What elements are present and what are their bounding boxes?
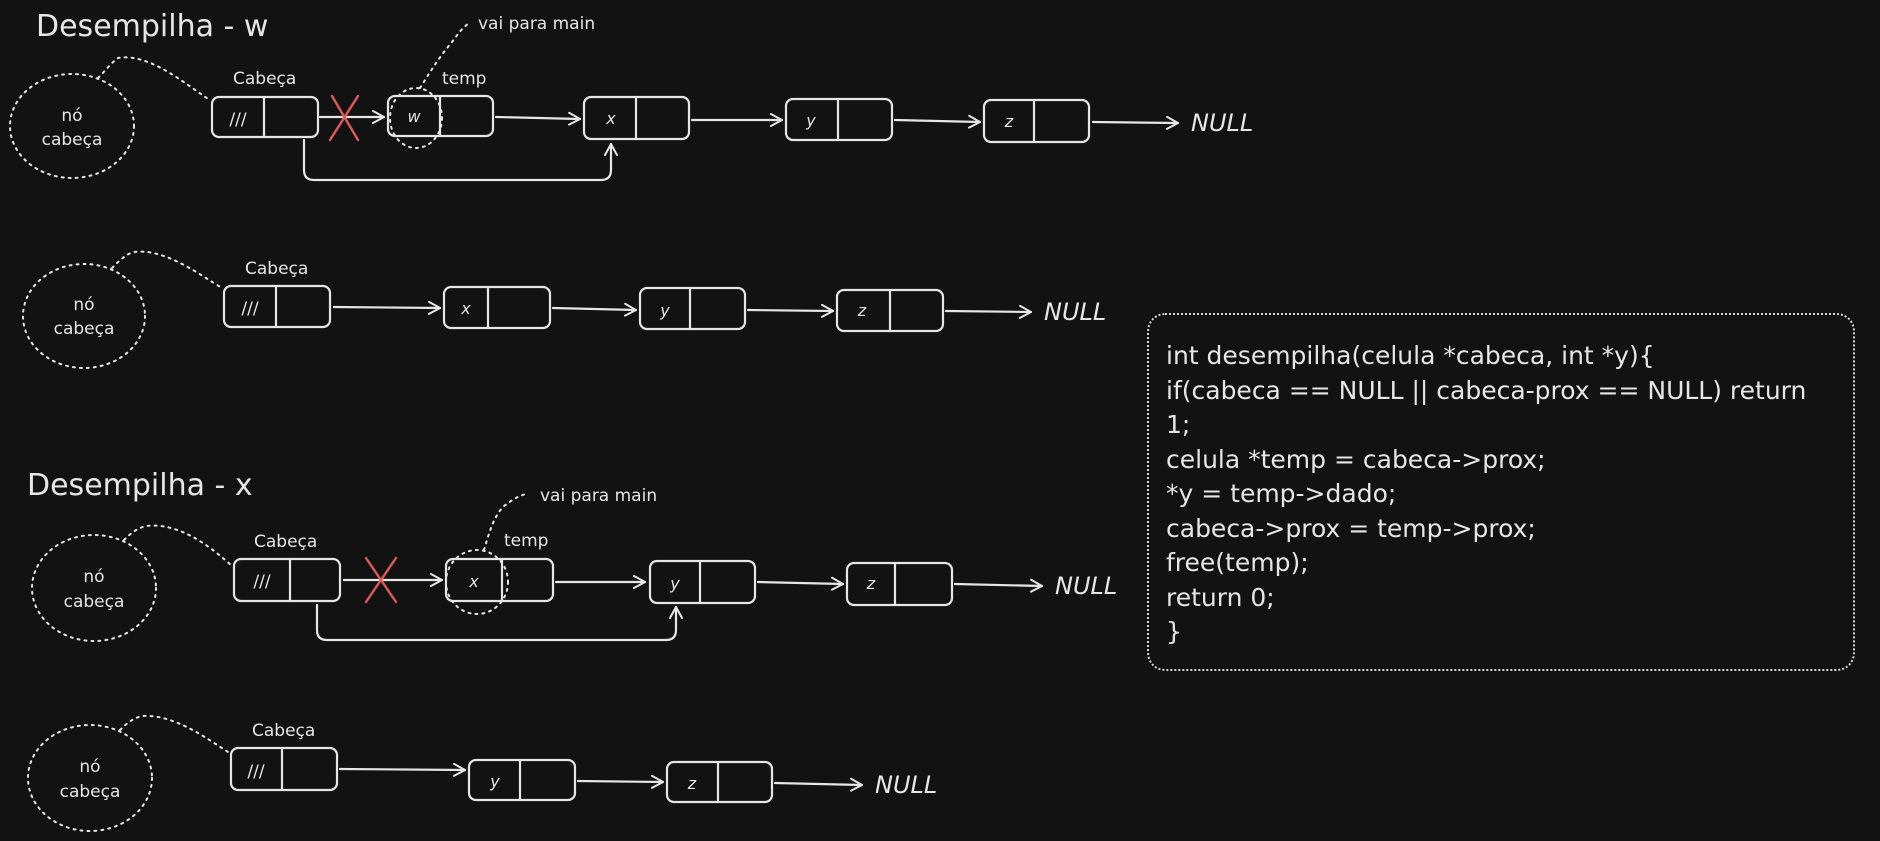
svg-text:cabeça: cabeça bbox=[42, 130, 103, 150]
svg-text:///: /// bbox=[247, 762, 264, 782]
arrow-z-null bbox=[1091, 115, 1180, 130]
node-y: y bbox=[648, 559, 757, 605]
node-head-bubble: nó cabeça bbox=[22, 263, 146, 369]
title-pop-x: Desempilha - x bbox=[27, 468, 253, 503]
node-head-bubble: nó cabeça bbox=[27, 724, 153, 832]
arrow-w-x bbox=[494, 111, 582, 126]
head-label: Cabeça bbox=[252, 721, 315, 741]
temp-pointer-dotted bbox=[419, 23, 469, 89]
svg-text:z: z bbox=[866, 574, 876, 593]
svg-text:nó: nó bbox=[61, 106, 82, 126]
head-label: Cabeça bbox=[254, 532, 317, 552]
svg-text:nó: nó bbox=[73, 295, 94, 315]
node-x: x bbox=[582, 95, 691, 141]
head-label: Cabeça bbox=[245, 259, 308, 279]
head-label: Cabeça bbox=[233, 69, 296, 89]
code-line: 1; bbox=[1166, 410, 1191, 439]
diagram-pop-w: nó cabeça Cabeça /// temp w vai para mai… bbox=[9, 14, 1253, 182]
svg-text:cabeça: cabeça bbox=[64, 592, 125, 612]
node-x: x bbox=[442, 285, 552, 330]
svg-text:y: y bbox=[805, 111, 816, 130]
head-pointer-dotted bbox=[97, 56, 211, 101]
node-y: y bbox=[784, 97, 894, 142]
svg-text:z: z bbox=[1004, 112, 1014, 131]
svg-text:y: y bbox=[659, 301, 670, 320]
cross-mark bbox=[328, 94, 360, 142]
node-z: z bbox=[665, 760, 774, 804]
svg-text:cabeça: cabeça bbox=[60, 782, 121, 802]
diagram-after-pop-w: nó cabeça Cabeça /// x y z NULL bbox=[22, 250, 1106, 369]
head-pointer-dotted bbox=[111, 250, 223, 289]
svg-text:x: x bbox=[460, 299, 471, 318]
svg-text:cabeça: cabeça bbox=[54, 319, 115, 339]
svg-text:w: w bbox=[407, 107, 421, 126]
null-label: NULL bbox=[1044, 298, 1106, 326]
svg-text:nó: nó bbox=[83, 567, 104, 587]
svg-text:x: x bbox=[605, 109, 616, 128]
head-cell: /// bbox=[210, 95, 320, 139]
temp-label: temp bbox=[504, 531, 548, 551]
code-line: cabeca->prox = temp->prox; bbox=[1166, 513, 1536, 543]
goes-to-main-label: vai para main bbox=[478, 14, 595, 34]
arrow-y-z bbox=[893, 114, 982, 129]
arrow-z-null bbox=[773, 777, 864, 792]
node-y: y bbox=[638, 286, 747, 331]
temp-label: temp bbox=[442, 69, 486, 89]
null-label: NULL bbox=[1191, 109, 1253, 137]
svg-text:///: /// bbox=[229, 110, 246, 130]
arrow-x-y bbox=[551, 302, 638, 317]
head-arrow bbox=[332, 300, 442, 315]
svg-text:z: z bbox=[857, 301, 867, 320]
arrow-y-z bbox=[576, 774, 665, 789]
temp-circle bbox=[445, 549, 509, 615]
code-line: return 0; bbox=[1166, 582, 1275, 612]
head-pointer-dotted bbox=[123, 524, 233, 567]
goes-to-main-label: vai para main bbox=[540, 486, 657, 506]
node-z: z bbox=[982, 98, 1091, 144]
svg-text:///: /// bbox=[241, 299, 258, 319]
node-z: z bbox=[835, 288, 945, 333]
svg-text:x: x bbox=[468, 572, 479, 591]
node-head-bubble: nó cabeça bbox=[9, 73, 135, 179]
svg-text:y: y bbox=[489, 772, 500, 791]
arrow-z-null bbox=[953, 578, 1044, 593]
head-arrow bbox=[338, 762, 467, 777]
code-line: *y = temp->dado; bbox=[1166, 479, 1397, 508]
diagram-after-pop-x: nó cabeça Cabeça /// y z NULL bbox=[27, 714, 937, 832]
code-line: int desempilha(celula *cabeca, int *y){ bbox=[1166, 341, 1655, 370]
svg-text:y: y bbox=[669, 574, 680, 593]
head-cell: /// bbox=[222, 284, 332, 329]
code-line: free(temp); bbox=[1166, 548, 1309, 577]
head-pointer-dotted bbox=[119, 714, 229, 753]
arrow-z-null bbox=[944, 304, 1033, 319]
svg-text:z: z bbox=[687, 774, 697, 793]
head-cell: /// bbox=[232, 557, 342, 603]
title-pop-w: Desempilha - w bbox=[36, 9, 268, 44]
head-cell: /// bbox=[229, 746, 339, 792]
node-z: z bbox=[845, 561, 954, 607]
temp-pointer-dotted bbox=[483, 493, 527, 551]
code-line: if(cabeca == NULL || cabeca-prox == NULL… bbox=[1166, 375, 1807, 405]
temp-circle bbox=[389, 87, 443, 149]
diagram-pop-x: nó cabeça Cabeça /// temp x vai para mai… bbox=[31, 486, 1117, 642]
bypass-arrow bbox=[315, 603, 683, 642]
node-head-bubble: nó cabeça bbox=[31, 534, 157, 642]
node-w: w bbox=[386, 94, 495, 138]
code-block: int desempilha(celula *cabeca, int *y){ … bbox=[1147, 313, 1855, 671]
svg-text:///: /// bbox=[253, 572, 270, 592]
node-y: y bbox=[467, 758, 577, 802]
cross-mark bbox=[364, 556, 398, 604]
arrow-y-z bbox=[756, 576, 845, 591]
bypass-arrow bbox=[302, 138, 618, 182]
svg-text:nó: nó bbox=[79, 757, 100, 777]
arrow-y-z bbox=[746, 303, 835, 318]
code-line: } bbox=[1166, 617, 1182, 646]
null-label: NULL bbox=[875, 771, 937, 799]
code-line: celula *temp = cabeca->prox; bbox=[1166, 444, 1546, 474]
node-x: x bbox=[444, 557, 555, 603]
null-label: NULL bbox=[1055, 572, 1117, 600]
